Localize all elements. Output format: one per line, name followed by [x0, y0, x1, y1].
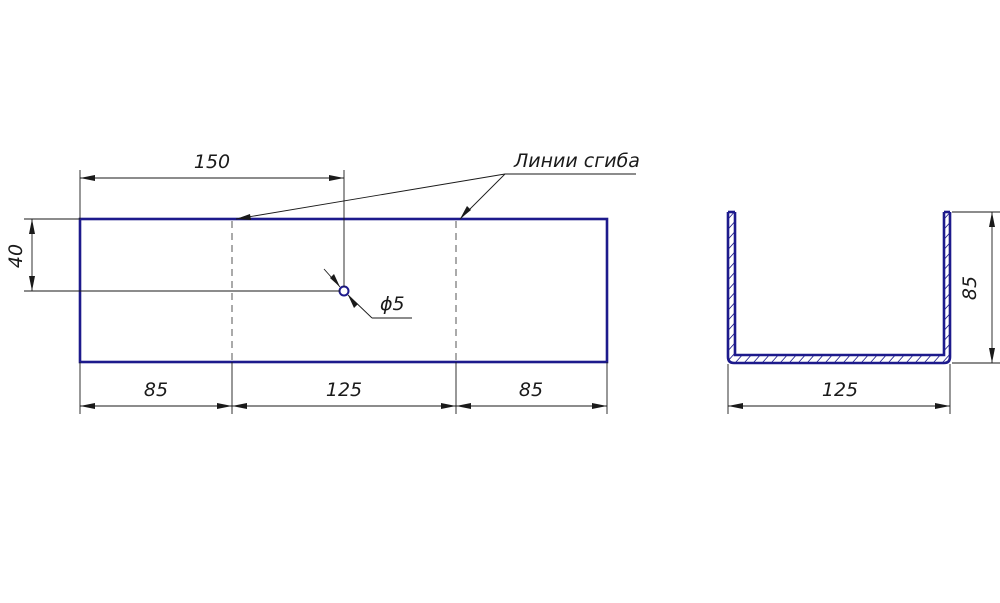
dim-label-right-flange: 85 — [519, 379, 543, 401]
hatch-line — [818, 212, 950, 363]
hatch-line — [540, 200, 700, 380]
dimension-profile-height: 85 — [952, 211, 1000, 364]
arrow-head — [330, 274, 340, 287]
dim-label-profile-height: 85 — [959, 276, 981, 300]
dim-label-height: 40 — [5, 244, 27, 268]
hatch-line — [728, 212, 773, 363]
profile-outline-outer — [726, 212, 952, 365]
hatch-line — [728, 212, 755, 363]
hatch-line — [728, 212, 737, 363]
arrow-head — [728, 403, 743, 409]
hatch-line — [728, 212, 827, 363]
hatch-line — [728, 212, 791, 363]
arrow-head — [217, 403, 232, 409]
hatch-line — [728, 212, 845, 363]
hatch-line — [881, 212, 950, 363]
hatch-line — [737, 212, 899, 363]
hatch-line — [549, 200, 709, 380]
hole — [338, 285, 350, 297]
hatch-line — [773, 212, 935, 363]
arrow-head — [236, 214, 251, 220]
arrow-head — [460, 206, 471, 219]
dimension-blank-segments: 85 125 85 — [79, 362, 608, 414]
dim-label-profile-width: 125 — [822, 379, 858, 401]
hatch-line — [728, 212, 764, 363]
hatch-line — [746, 212, 908, 363]
hatch-line — [558, 200, 718, 380]
arrow-head — [989, 348, 995, 363]
arrow-head — [456, 403, 471, 409]
hole-diameter-leader: ϕ5 — [323, 268, 412, 319]
bend-lines-label: Линии сгиба — [513, 150, 640, 172]
hatch-line — [728, 212, 782, 363]
dim-label-hole-position: 150 — [194, 151, 230, 173]
hatch-line — [728, 212, 836, 363]
arrow-head — [441, 403, 456, 409]
hatch-line — [728, 212, 854, 363]
hatch-line — [764, 212, 926, 363]
hatch-line — [908, 212, 950, 363]
dimension-profile-width: 125 — [727, 364, 951, 414]
arrow-head — [29, 219, 35, 234]
arrow-head — [329, 175, 344, 181]
hatch-line — [728, 212, 818, 363]
dim-label-middle: 125 — [326, 379, 362, 401]
bent-profile-view — [540, 200, 952, 380]
hatch-line — [728, 212, 881, 363]
hatch-line — [728, 212, 863, 363]
hatch-line — [728, 212, 800, 363]
profile-outline-inner — [733, 212, 946, 357]
hatch-line — [755, 212, 917, 363]
hatch-line — [567, 200, 727, 380]
hole-diameter-label: ϕ5 — [380, 293, 405, 315]
blank-outline — [78, 217, 609, 364]
hatch-line — [791, 212, 950, 363]
dimension-blank-height: 40 — [5, 218, 340, 292]
hatch-line — [728, 212, 746, 363]
flat-blank-view — [78, 217, 609, 364]
hatch-line — [809, 212, 950, 363]
bend-lines-callout: Линии сгиба — [235, 150, 640, 220]
arrow-head — [80, 403, 95, 409]
hatch-line — [800, 212, 950, 363]
dimension-hole-position: 150 — [79, 151, 345, 287]
arrow-head — [989, 212, 995, 227]
arrow-head — [29, 276, 35, 291]
arrow-head — [80, 175, 95, 181]
dim-label-left-flange: 85 — [144, 379, 168, 401]
section-hatching — [540, 200, 950, 380]
arrow-head — [592, 403, 607, 409]
hatch-line — [728, 212, 890, 363]
hatch-line — [782, 212, 944, 363]
arrow-head — [935, 403, 950, 409]
arrow-head — [232, 403, 247, 409]
arrow-head — [348, 295, 358, 308]
